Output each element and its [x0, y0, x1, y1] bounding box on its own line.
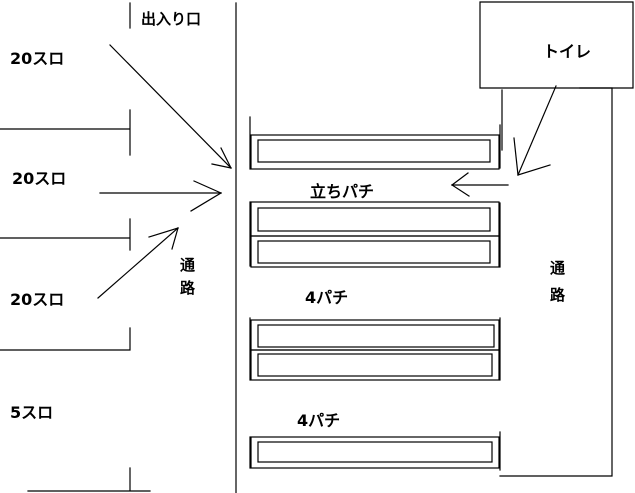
toilet-room-outline [479, 1, 634, 89]
aisle-right-label-top: 通 [550, 259, 565, 277]
left-section-2-label: 20スロ [12, 169, 66, 188]
left-divider-2 [0, 218, 131, 251]
entrance-label: 出入り口 [141, 10, 201, 28]
left-section-3-label: 20スロ [10, 290, 64, 309]
center-section-3-label: 4パチ [297, 411, 340, 430]
toilet-label: トイレ [543, 42, 591, 61]
machine-bank-2 [250, 201, 500, 237]
machine-bank-1 [250, 134, 500, 170]
left-section-1-label: 20スロ [10, 49, 64, 68]
arrow-toilet-down [513, 85, 557, 176]
right-corridor-outer-wall [499, 87, 613, 477]
arrow-upper-left-to-center [99, 180, 222, 212]
left-divider-3 [0, 327, 131, 351]
aisle-left-label-bottom: 路 [180, 279, 196, 297]
machine-bank-4 [250, 319, 500, 351]
machine-bank-5 [250, 349, 500, 381]
arrow-right-to-center [451, 172, 509, 197]
machine-bank-6 [250, 436, 500, 469]
left-section-4-label: 5スロ [10, 403, 53, 422]
aisle-left-label-top: 通 [180, 256, 195, 274]
center-section-1-label: 立ちパチ [310, 182, 374, 201]
arrow-entrance-to-center [109, 44, 232, 169]
arrow-lower-left-to-center [97, 227, 179, 299]
center-section-2-label: 4パチ [305, 288, 348, 307]
left-divider-4 [27, 467, 151, 492]
machine-bank-3 [250, 235, 500, 268]
aisle-right-label-bottom: 路 [550, 286, 566, 304]
left-divider-1 [0, 109, 131, 156]
